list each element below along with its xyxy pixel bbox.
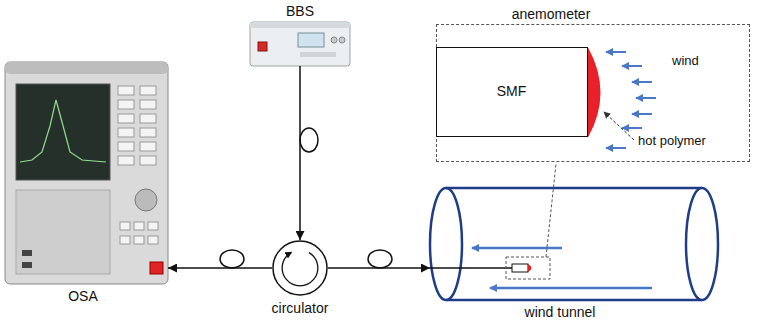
device-key bbox=[148, 236, 158, 244]
device-knob bbox=[331, 37, 337, 43]
circulator-node: circulator bbox=[272, 240, 328, 296]
device-key bbox=[120, 236, 130, 244]
fiber-loop bbox=[220, 250, 244, 268]
fiber-loop bbox=[368, 250, 392, 268]
airflow-arrow bbox=[472, 247, 562, 250]
device-key bbox=[140, 128, 156, 137]
device-key bbox=[140, 114, 156, 123]
fiber-connector bbox=[328, 267, 430, 269]
optical-input bbox=[150, 262, 163, 274]
device-key bbox=[118, 86, 134, 95]
device-screen bbox=[298, 33, 324, 47]
node-label: SMF bbox=[497, 83, 527, 99]
fiber-line bbox=[430, 267, 512, 269]
device-key bbox=[118, 100, 134, 109]
device-key bbox=[148, 222, 158, 230]
device-top bbox=[5, 62, 168, 74]
tunnel-wall bbox=[446, 299, 702, 302]
spectrum-analyzer-device bbox=[5, 62, 168, 284]
tunnel-end bbox=[430, 188, 462, 300]
tunnel-end bbox=[686, 188, 718, 300]
wind-arrow bbox=[636, 97, 656, 99]
device-key bbox=[118, 114, 134, 123]
device-key bbox=[140, 142, 156, 151]
zoom-box bbox=[506, 257, 550, 279]
leader-line bbox=[604, 112, 634, 140]
device-key bbox=[120, 222, 130, 230]
device-knob bbox=[135, 189, 157, 211]
node-label: OSA bbox=[68, 288, 98, 304]
wind-arrow bbox=[622, 65, 642, 67]
node-label: circulator bbox=[272, 300, 329, 316]
device-key bbox=[140, 100, 156, 109]
probe-tip bbox=[528, 264, 532, 272]
annotation-label: hot polymer bbox=[638, 134, 706, 149]
device-key bbox=[140, 156, 156, 165]
node-label: BBS bbox=[286, 3, 314, 19]
light-source-device bbox=[250, 22, 350, 66]
circulation-arrow bbox=[282, 253, 318, 286]
device-port bbox=[22, 250, 32, 256]
airflow-arrow bbox=[490, 287, 652, 290]
fiber-box: SMF bbox=[436, 47, 588, 137]
device-panel bbox=[16, 190, 110, 274]
wind-tunnel-node: wind tunnel bbox=[430, 188, 718, 300]
device-body bbox=[5, 62, 168, 284]
fiber-connector bbox=[168, 267, 272, 269]
wind-arrow bbox=[622, 127, 642, 129]
hot-polymer-cap bbox=[588, 48, 601, 138]
circulator-ring bbox=[273, 241, 327, 295]
spectrum-trace bbox=[20, 100, 106, 162]
node-label: anemometer bbox=[512, 6, 591, 22]
device-screen bbox=[16, 84, 110, 180]
device-top bbox=[250, 22, 350, 28]
wind-arrow bbox=[606, 51, 626, 53]
wind-tunnel-cylinder bbox=[430, 188, 718, 300]
fiber-loop bbox=[300, 128, 318, 152]
wind-arrow bbox=[606, 147, 626, 149]
device-key bbox=[118, 128, 134, 137]
device-key bbox=[118, 142, 134, 151]
power-button bbox=[258, 42, 267, 51]
device-key bbox=[134, 222, 144, 230]
analyzer-device-node: OSA bbox=[5, 62, 168, 284]
device-key bbox=[140, 86, 156, 95]
device-knob bbox=[339, 37, 345, 43]
fiber-connector bbox=[299, 66, 301, 240]
device-body bbox=[250, 22, 350, 66]
circulator-outline bbox=[272, 240, 328, 296]
wind-label: wind bbox=[672, 54, 699, 69]
node-label: wind tunnel bbox=[525, 304, 596, 320]
device-key bbox=[134, 236, 144, 244]
device-port bbox=[22, 262, 32, 268]
zoom-leader bbox=[546, 164, 556, 257]
probe-fiber bbox=[512, 264, 528, 272]
source-device-node: BBS bbox=[250, 22, 350, 66]
device-key bbox=[118, 156, 134, 165]
device-panel bbox=[300, 52, 336, 57]
wind-arrow bbox=[632, 81, 652, 83]
wind-arrow bbox=[632, 113, 652, 115]
tunnel-wall bbox=[446, 187, 702, 190]
